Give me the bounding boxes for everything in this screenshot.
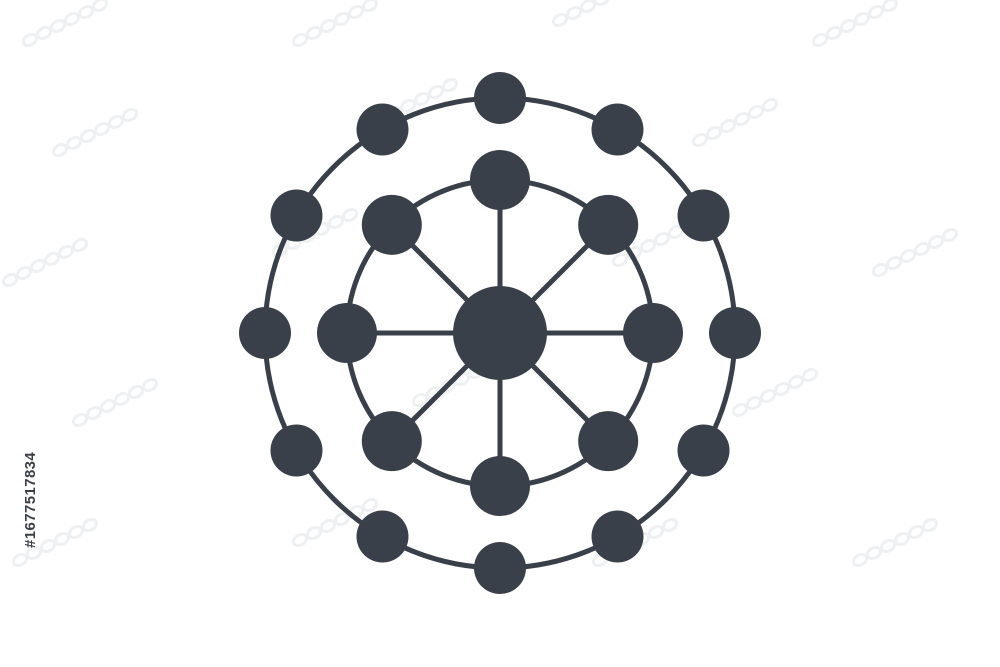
- inner-node: [623, 303, 683, 363]
- outer-node: [709, 307, 761, 359]
- inner-node: [470, 150, 530, 210]
- inner-node: [361, 194, 422, 255]
- center-hub: [453, 286, 547, 380]
- outer-node: [356, 510, 409, 563]
- outer-node: [270, 424, 323, 477]
- outer-node: [677, 189, 730, 242]
- inner-node: [470, 456, 530, 516]
- stock-id-label: #1677517834: [22, 451, 39, 548]
- inner-node: [578, 194, 639, 255]
- inner-node: [578, 411, 639, 472]
- outer-node: [677, 424, 730, 477]
- inner-node: [317, 303, 377, 363]
- outer-node: [474, 542, 526, 594]
- outer-node: [591, 103, 644, 156]
- outer-node: [591, 510, 644, 563]
- outer-node: [474, 72, 526, 124]
- outer-node: [239, 307, 291, 359]
- outer-node: [356, 103, 409, 156]
- outer-node: [270, 189, 323, 242]
- inner-node: [361, 411, 422, 472]
